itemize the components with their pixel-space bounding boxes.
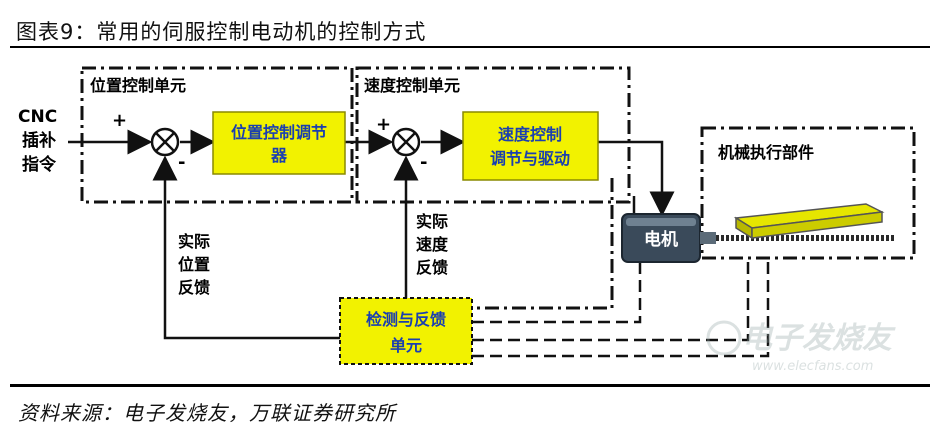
speed-regulator-line1: 速度控制	[498, 125, 562, 144]
machine-table	[716, 203, 896, 241]
figure-title: 图表9：常用的伺服控制电动机的控制方式	[16, 20, 427, 44]
position-plus-sign: +	[112, 110, 127, 131]
machine-sensor-line-2	[472, 258, 770, 358]
machine-sensor-line-1	[472, 258, 750, 342]
position-regulator-block	[212, 111, 346, 175]
drive-to-motor-arrow	[598, 140, 675, 217]
speed-plus-sign: +	[376, 114, 391, 135]
speed-summing-junction	[391, 127, 421, 157]
motor	[621, 213, 716, 263]
actual-position-line2: 位置	[178, 255, 210, 274]
actual-speed-line1: 实际	[416, 212, 448, 231]
actual-speed-line3: 反馈	[416, 258, 448, 277]
position-unit-boundary	[80, 66, 354, 204]
speed-unit-boundary	[355, 66, 631, 204]
actual-position-line1: 实际	[178, 232, 210, 251]
speed-unit-label: 速度控制单元	[364, 76, 460, 95]
position-unit-label: 位置控制单元	[90, 76, 186, 95]
speed-unit-link-line	[472, 178, 614, 310]
position-regulator-line1: 位置控制调节	[231, 123, 327, 142]
position-summing-junction	[150, 127, 180, 157]
position-regulator-line2: 器	[270, 146, 288, 165]
watermark-url: www.elecfans.com	[752, 359, 873, 374]
actual-speed-line2: 速度	[416, 235, 449, 254]
source-note: 资料来源：电子发烧友，万联证券研究所	[18, 401, 396, 425]
position-feedback-arrow	[152, 155, 340, 340]
input-cnc-label: CNC	[18, 107, 57, 127]
speed-minus-sign: -	[420, 152, 427, 173]
speed-regulator-block	[462, 111, 599, 181]
watermark: 电子发烧友 www.elecfans.com	[706, 320, 896, 374]
machine-boundary	[700, 126, 916, 260]
speed-regulator-line2: 调节与驱动	[490, 149, 570, 168]
actual-position-line3: 反馈	[178, 278, 210, 297]
motor-sensor-line	[472, 262, 642, 324]
bottom-rule	[10, 384, 930, 387]
detection-line1: 检测与反馈	[366, 310, 446, 329]
detection-block	[339, 297, 473, 365]
detection-line2: 单元	[390, 336, 422, 355]
watermark-text: 电子发烧友	[742, 321, 896, 356]
input-label-3: 指令	[22, 154, 57, 175]
position-minus-sign: -	[178, 152, 185, 173]
machine-label: 机械执行部件	[718, 143, 814, 162]
input-label-2: 插补	[22, 130, 56, 151]
motor-label: 电机	[644, 229, 678, 250]
top-rule	[10, 46, 930, 48]
